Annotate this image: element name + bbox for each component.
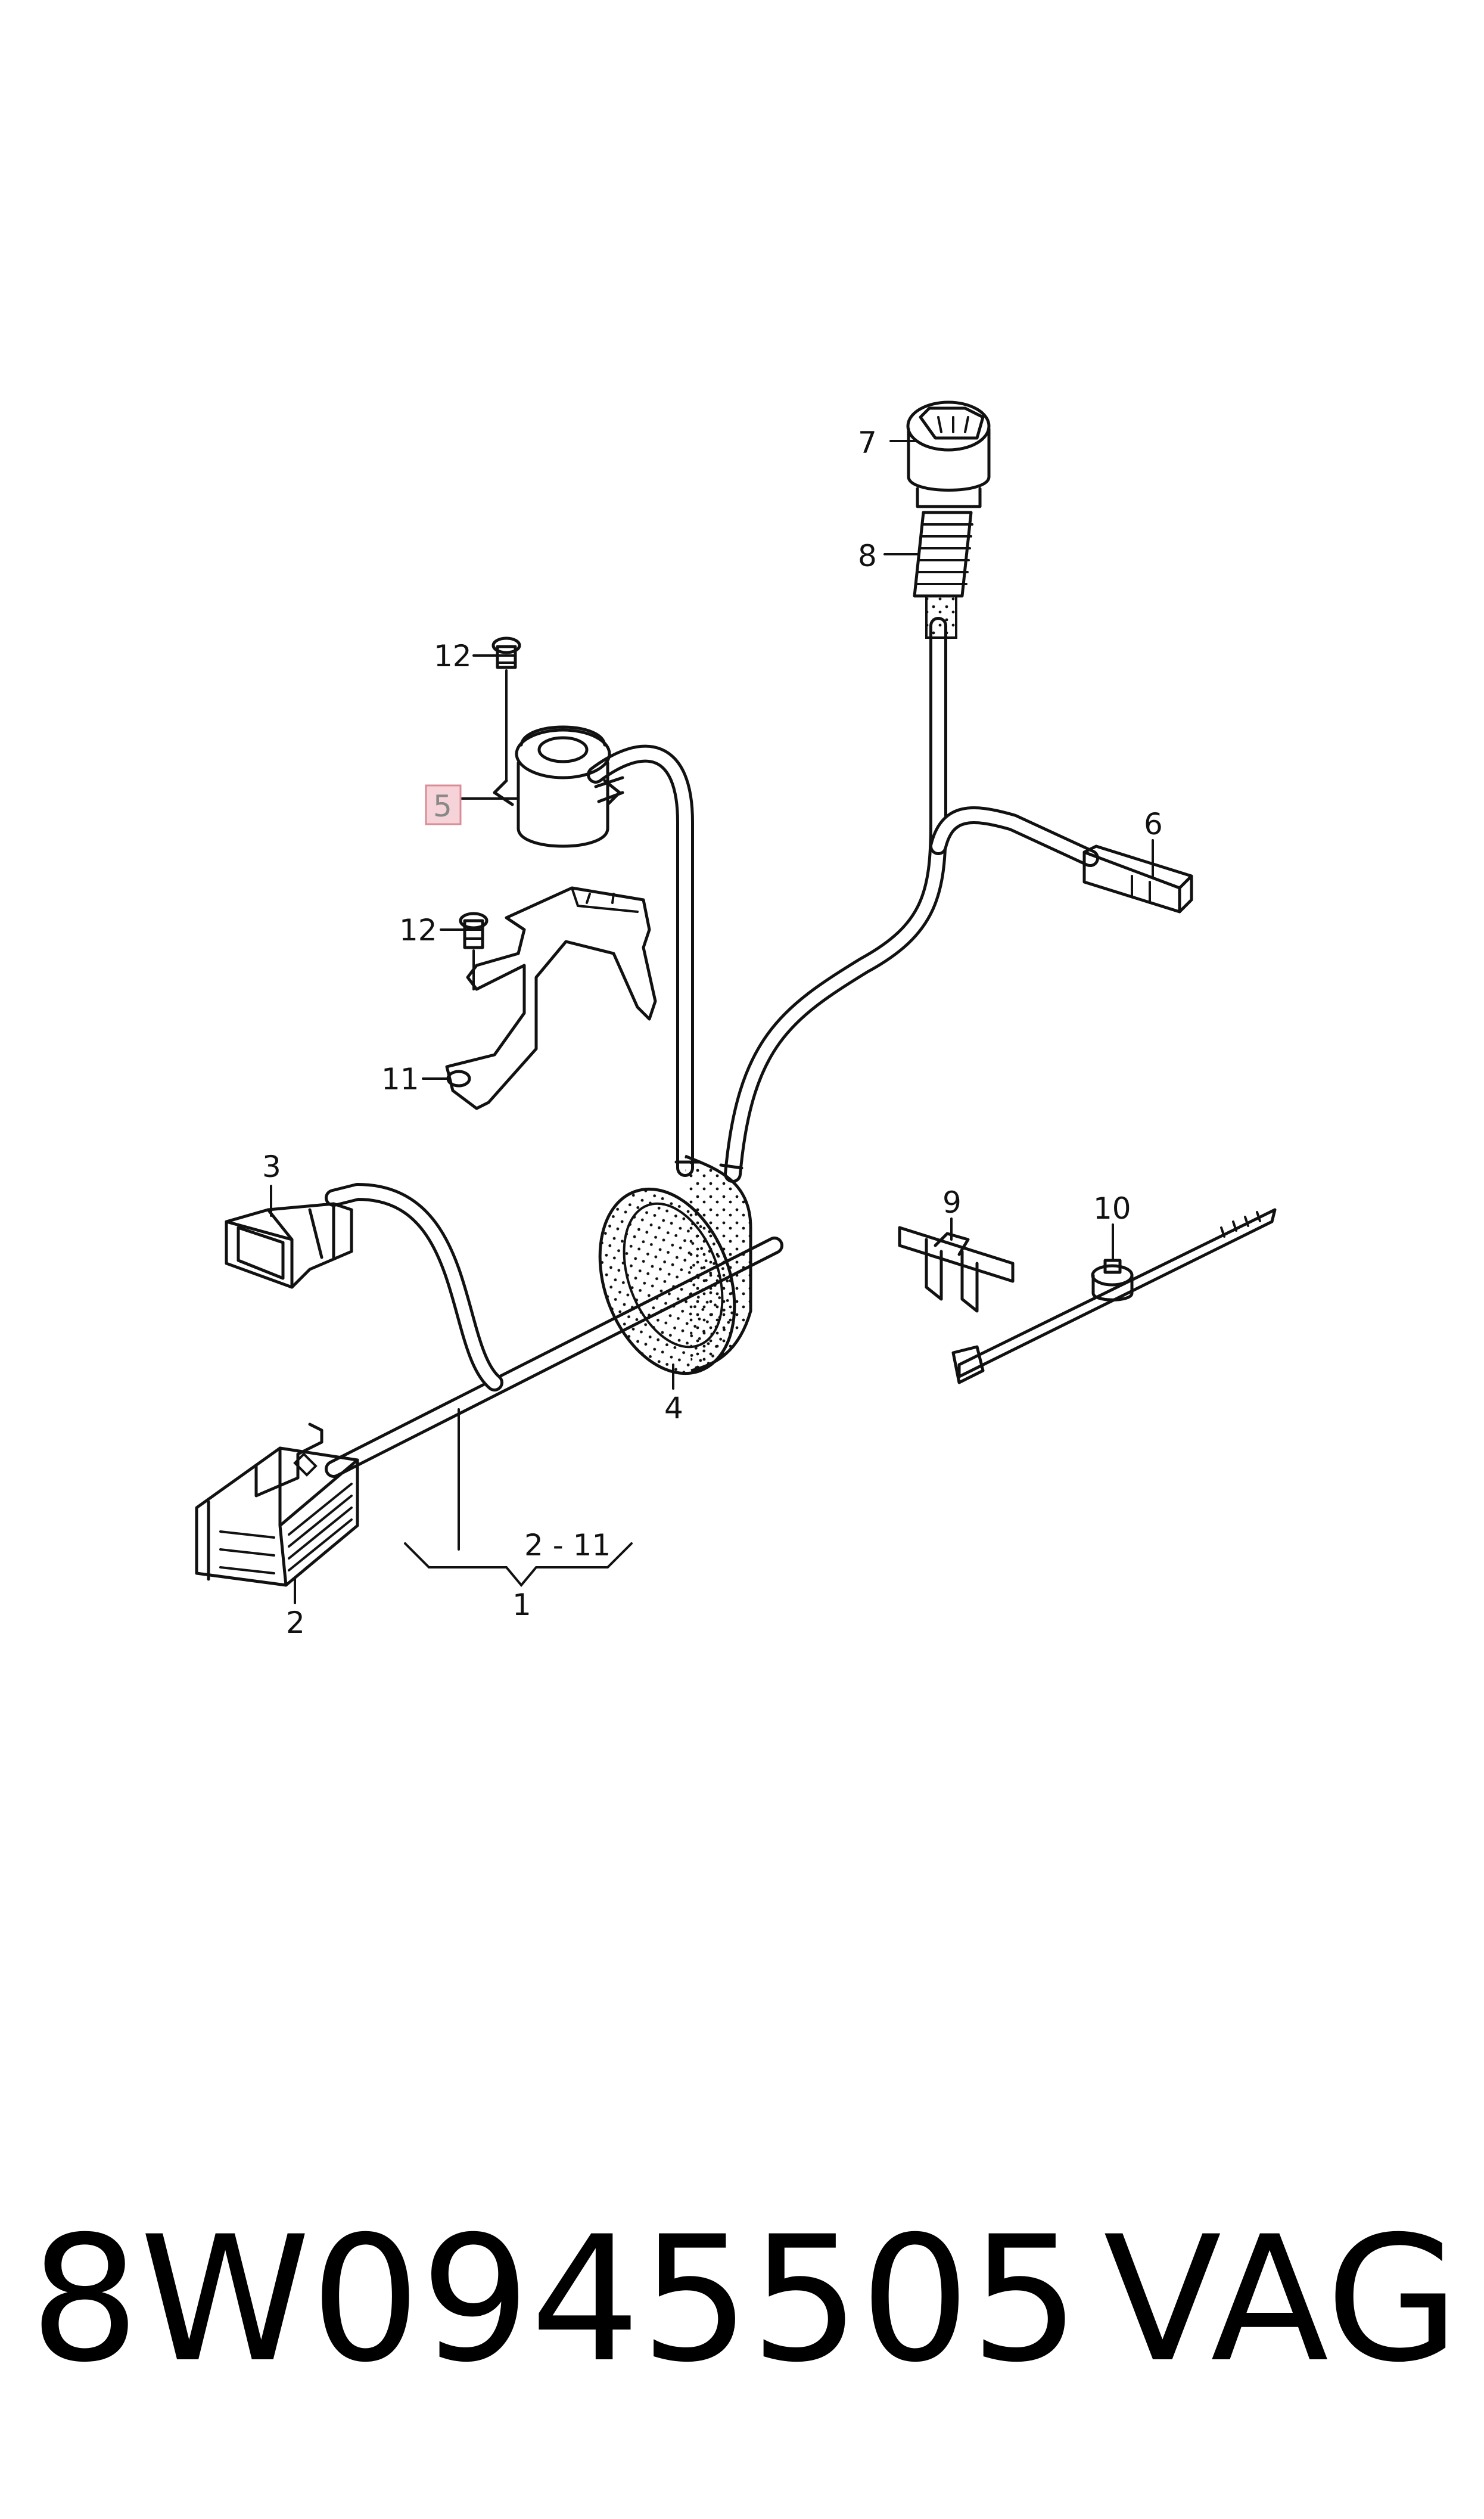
callout-10: 10 bbox=[1093, 1191, 1131, 1226]
callout-7: 7 bbox=[858, 425, 877, 460]
callout-9: 9 bbox=[942, 1185, 962, 1220]
callout-11: 11 bbox=[381, 1062, 419, 1097]
callout-1: 1 bbox=[512, 1588, 531, 1622]
callout-labels: 7 8 12 5 6 12 11 3 9 10 4 2 - 11 1 2 bbox=[262, 425, 1163, 1640]
brand-name: VAG bbox=[1103, 2200, 1460, 2400]
callout-2: 2 bbox=[286, 1605, 305, 1640]
socket-part-5 bbox=[493, 725, 624, 848]
callout-6: 6 bbox=[1144, 807, 1163, 841]
connector-part-3 bbox=[225, 1202, 353, 1289]
sleeve-part-8 bbox=[913, 511, 973, 639]
callout-12-bottom: 12 bbox=[399, 913, 437, 948]
screw-part-12-top bbox=[491, 636, 521, 669]
callout-4: 4 bbox=[664, 1391, 683, 1425]
callout-5: 5 bbox=[433, 789, 452, 824]
leader-lines bbox=[270, 440, 1154, 1604]
connector-part-6 bbox=[1082, 844, 1193, 914]
screw-part-12-bottom bbox=[459, 912, 489, 949]
footer: 8W0945505 VAG bbox=[30, 2193, 1460, 2408]
cable-tie-part-10 bbox=[951, 1208, 1277, 1384]
callout-12-top: 12 bbox=[434, 639, 472, 673]
callout-range: 2 - 11 bbox=[524, 1528, 611, 1563]
connector-part-7 bbox=[906, 400, 991, 508]
grommet-part-4 bbox=[598, 1154, 752, 1375]
clip-part-9 bbox=[898, 1226, 1015, 1313]
highlight-box-part-5 bbox=[425, 784, 462, 825]
connector-part-2 bbox=[195, 1422, 359, 1587]
bracket-part-11 bbox=[445, 886, 657, 1110]
callout-8: 8 bbox=[858, 539, 877, 573]
callout-3: 3 bbox=[262, 1150, 281, 1184]
part-number: 8W0945505 bbox=[30, 2200, 1080, 2400]
